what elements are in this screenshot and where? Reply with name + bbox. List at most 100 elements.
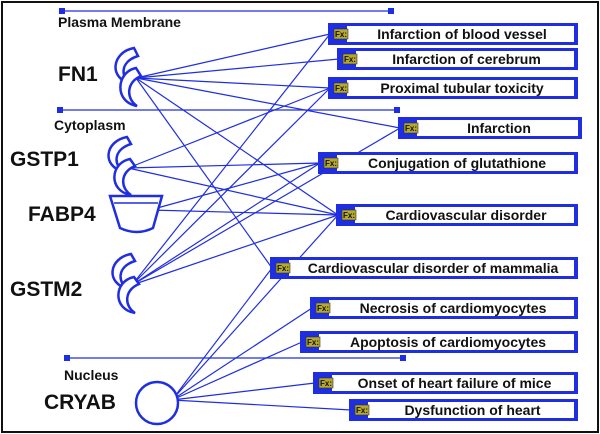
function-label: Apoptosis of cardiomyocytes	[350, 334, 546, 350]
nucleus-marker-right	[400, 355, 406, 361]
function-label: Necrosis of cardiomyocytes	[360, 300, 547, 316]
function-label: Infarction of blood vessel	[377, 26, 547, 42]
function-box-face	[332, 375, 574, 391]
edge-cryab-to-function-10	[171, 382, 316, 401]
function-box-face	[368, 402, 574, 418]
function-box[interactable]: Fx: Onset of heart failure of mice	[313, 372, 578, 394]
nucleus-marker-left	[64, 355, 70, 361]
edge-cryab-to-function-8	[171, 307, 313, 401]
fabp4-cup-shape	[108, 194, 164, 234]
compartment-label-nucleus: Nucleus	[64, 367, 119, 383]
edge-gstp1-to-function-3	[127, 87, 331, 169]
edge-fn1-to-function-6	[135, 77, 339, 216]
edge-fn1-to-function-7	[135, 77, 273, 269]
function-boxes: Fx:Infarction of blood vesselFx:Infarcti…	[270, 23, 582, 421]
function-tag-label: Fx:	[335, 84, 347, 93]
gene-label-gstp1: GSTP1	[10, 148, 79, 171]
fabp4-node[interactable]	[108, 194, 164, 234]
function-box[interactable]: Fx: Dysfunction of heart	[349, 399, 578, 421]
edge-fn1-to-function-1	[135, 33, 331, 79]
function-icon	[342, 53, 358, 65]
function-icon	[318, 377, 334, 389]
function-tag-label: Fx:	[356, 406, 368, 415]
function-box[interactable]: Fx: Conjugation of glutathione	[318, 152, 578, 174]
function-icon	[315, 302, 331, 314]
function-icon	[403, 122, 419, 134]
gene-label-cryab: CRYAB	[44, 391, 116, 414]
gene-label-gstm2: GSTM2	[10, 278, 83, 301]
function-tag-label: Fx:	[317, 304, 329, 313]
function-icon	[333, 82, 349, 94]
edge-fn1-to-function-2	[135, 58, 340, 79]
function-box-face	[289, 260, 574, 276]
function-box-face	[347, 80, 574, 96]
function-tag-label: Fx:	[344, 55, 356, 64]
function-label: Cardiovascular disorder	[385, 207, 547, 223]
function-tag-label: Fx:	[325, 159, 337, 168]
function-tag-label: Fx:	[343, 211, 355, 220]
function-label: Cardiovascular disorder of mammalia	[308, 260, 559, 276]
function-label: Conjugation of glutathione	[368, 155, 546, 171]
function-tag-label: Fx:	[320, 379, 332, 388]
edge-gstm2-to-function-1	[131, 33, 331, 286]
gene-label-fabp4: FABP4	[28, 203, 96, 226]
edge-cryab-to-function-6	[171, 214, 339, 401]
fn1-lower-crescent-shape	[119, 66, 143, 108]
cryab-node[interactable]	[134, 380, 180, 426]
function-box[interactable]: Fx: Infarction of cerebrum	[337, 48, 578, 70]
function-box-face	[319, 334, 574, 350]
function-tag-label: Fx:	[277, 264, 289, 273]
gene-nodes	[107, 46, 180, 426]
compartment-label-cytoplasm: Cytoplasm	[54, 117, 126, 133]
edge-gstp1-to-function-5	[127, 162, 321, 169]
gstp1-node[interactable]	[107, 135, 137, 197]
edge-gstm2-to-function-3	[131, 87, 331, 286]
function-box-face	[329, 300, 574, 316]
gene-label-fn1: FN1	[58, 63, 98, 86]
function-box[interactable]: Fx: Infarction	[398, 117, 582, 139]
function-tag-label: Fx:	[405, 124, 417, 133]
cryab-circle-shape	[134, 380, 180, 426]
function-label: Infarction of cerebrum	[392, 51, 541, 67]
function-box[interactable]: Fx: Infarction of blood vessel	[328, 23, 578, 45]
edge-cryab-to-function-11	[171, 399, 352, 411]
function-icon	[333, 28, 349, 40]
function-label: Onset of heart failure of mice	[358, 375, 552, 391]
plasma-membrane-marker-right	[388, 8, 394, 14]
edge-cryab-to-function-9	[171, 341, 303, 401]
function-box[interactable]: Fx: Proximal tubular toxicity	[328, 77, 578, 99]
function-box-face	[417, 120, 578, 136]
gstm2-node[interactable]	[111, 252, 141, 315]
compartment-dividers	[57, 8, 406, 361]
function-box-face	[337, 155, 574, 171]
function-label: Dysfunction of heart	[404, 402, 540, 418]
function-box[interactable]: Fx: Necrosis of cardiomyocytes	[310, 297, 578, 319]
cytoplasm-marker-left	[57, 107, 63, 113]
plasma-membrane-marker-left	[59, 8, 65, 14]
function-box-face	[356, 51, 574, 67]
edge-gstm2-to-function-6	[131, 214, 339, 286]
cytoplasm-marker-right	[394, 107, 400, 113]
function-icon	[305, 336, 321, 348]
edge-fabp4-to-function-5	[149, 162, 321, 211]
function-label: Proximal tubular toxicity	[380, 80, 544, 96]
edge-gstp1-to-function-6	[127, 167, 339, 216]
function-box-face	[347, 26, 574, 42]
function-box[interactable]: Fx: Cardiovascular disorder	[336, 204, 578, 226]
function-icon	[341, 209, 357, 221]
function-icon	[323, 157, 339, 169]
function-icon	[354, 404, 370, 416]
function-tag-label: Fx:	[307, 338, 319, 347]
edge-gstm2-to-function-5	[131, 162, 321, 286]
edges	[127, 33, 401, 411]
function-box[interactable]: Fx: Apoptosis of cardiomyocytes	[300, 331, 578, 353]
function-label: Infarction	[467, 120, 531, 136]
function-box-face	[355, 207, 574, 223]
function-icon	[275, 262, 291, 274]
function-tag-label: Fx:	[335, 30, 347, 39]
fn1-node[interactable]	[114, 46, 143, 108]
function-box[interactable]: Fx: Cardiovascular disorder of mammalia	[270, 257, 578, 279]
edge-cryab-to-function-7	[171, 267, 273, 401]
gstm2-lower-crescent-shape	[117, 275, 141, 315]
